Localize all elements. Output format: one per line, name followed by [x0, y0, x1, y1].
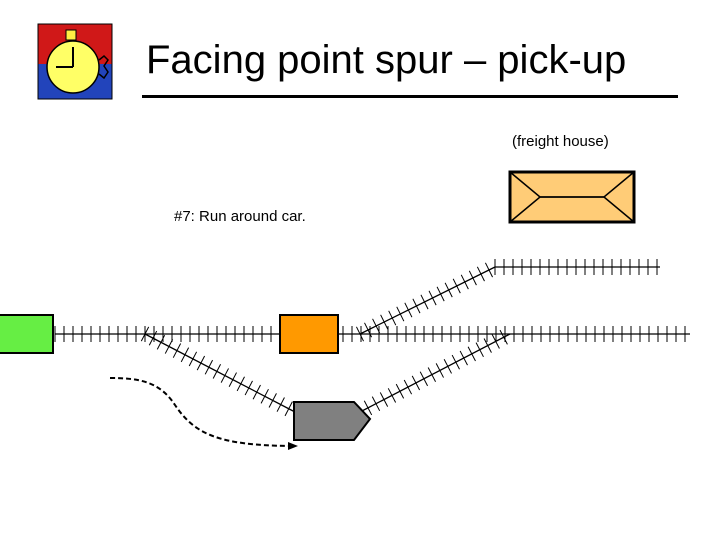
upper-spur-siding: [494, 259, 660, 275]
stopwatch-logo-icon: [37, 23, 113, 100]
upper-spur-diagonal: [355, 262, 496, 342]
caboose: [293, 401, 372, 441]
run-around-path: [109, 377, 298, 450]
engine-locomotive: [0, 314, 54, 354]
title-underline: [142, 95, 678, 98]
step-instruction: #7: Run around car.: [174, 208, 306, 225]
page-title: Facing point spur – pick-up: [146, 38, 627, 82]
freight-house-label: (freight house): [512, 133, 609, 150]
track-layout: [54, 259, 690, 420]
lower-spur-left: [140, 326, 296, 417]
freight-car: [279, 314, 339, 354]
freight-house: [508, 170, 636, 224]
lower-spur-right: [355, 329, 511, 420]
